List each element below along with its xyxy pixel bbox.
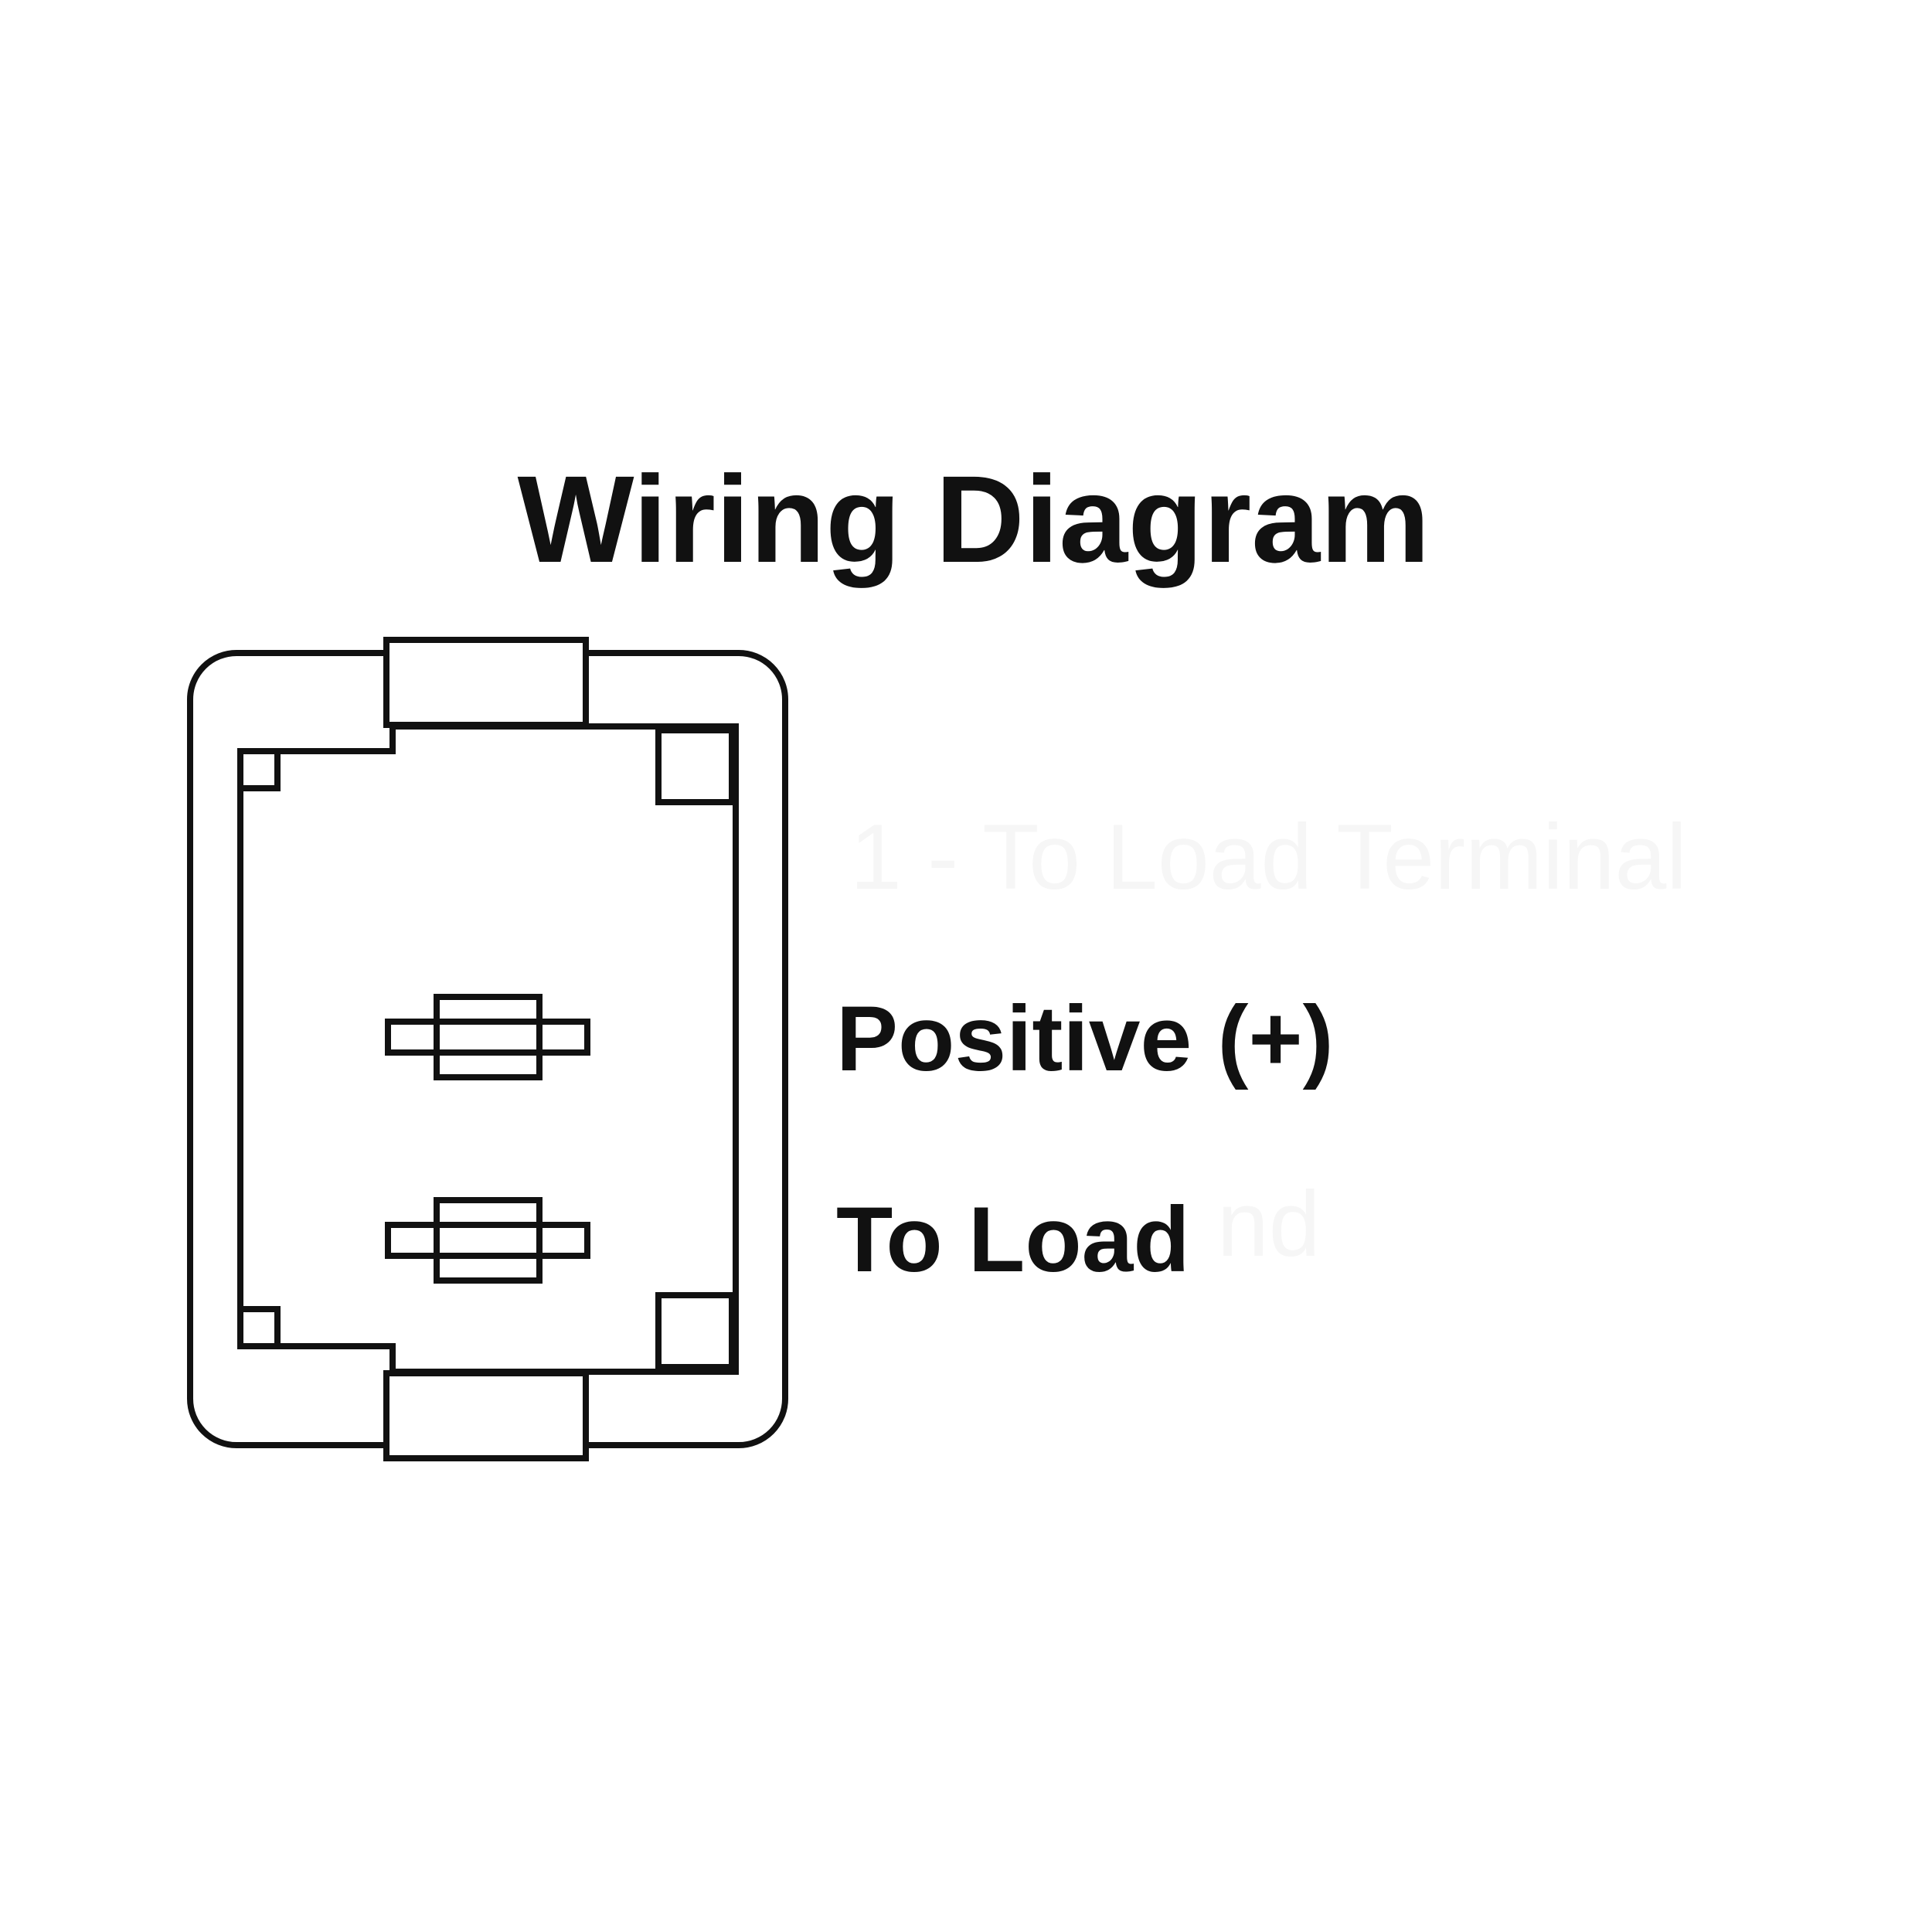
- terminal-to-load: [385, 1197, 590, 1284]
- housing-bottom-tab: [383, 1370, 589, 1461]
- terminal-positive: [385, 994, 590, 1080]
- ghost-label-terminal-2-tail: nd: [1217, 1172, 1320, 1276]
- corner-notch-top-left: [237, 748, 281, 791]
- housing-top-tab: [383, 637, 589, 728]
- corner-notch-bottom-left: [237, 1306, 281, 1349]
- terminal-to-load-label: To Load: [836, 1188, 1190, 1291]
- ghost-label-terminal-1: 1 - To Load Terminal: [850, 805, 1687, 909]
- diagram-title: Wiring Diagram: [518, 450, 1430, 588]
- terminal-positive-body: [434, 994, 543, 1080]
- terminal-to-load-body: [434, 1197, 543, 1284]
- corner-notch-bottom-right: [655, 1292, 735, 1370]
- corner-notch-top-right: [655, 727, 735, 805]
- terminal-positive-label: Positive (+): [836, 987, 1334, 1090]
